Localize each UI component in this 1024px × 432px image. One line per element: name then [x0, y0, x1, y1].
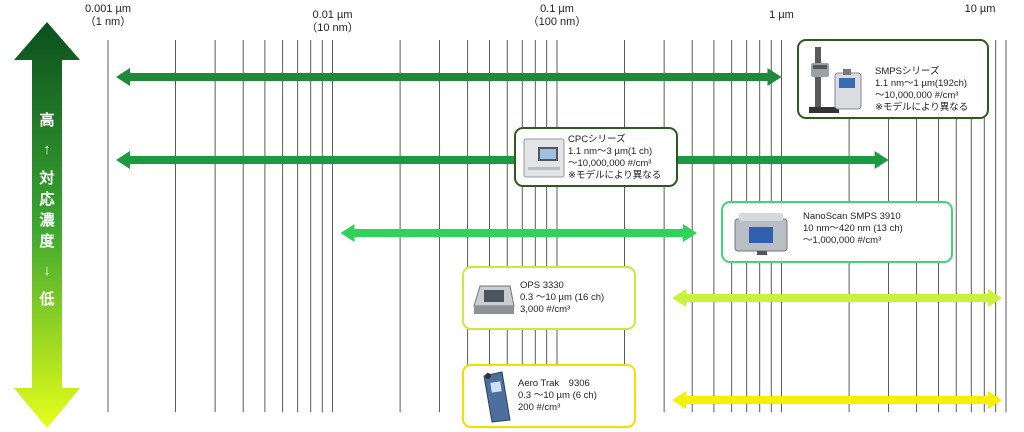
cpc-range-arrow: [116, 151, 889, 169]
scale-tick-label: 0.01 µm: [312, 9, 353, 21]
concentration-axis-label: 高 ↑ 対 応 濃 度 ↓ 低: [24, 110, 70, 310]
range-arrows: [116, 68, 1002, 409]
nanoscan-range-arrow: [340, 224, 697, 242]
smps-range-arrow: [116, 68, 782, 86]
axis-down-arrow: ↓: [43, 262, 51, 279]
axis-char-4: 度: [39, 233, 55, 250]
scale-tick-3: 0.1 µm（100 nm）: [517, 3, 597, 29]
scale-tick-label: 10 µm: [964, 3, 996, 15]
axis-char-3: 濃: [39, 212, 55, 229]
ops-line-2: 3,000 #/cm³: [520, 304, 571, 315]
concentration-axis-arrow: [14, 22, 80, 428]
nanoscan-line-2: ～1,000,000 #/cm³: [803, 235, 882, 246]
smps-text: SMPSシリーズ 1.1 nm～1 µm(192ch) ～10,000,000 …: [875, 66, 968, 114]
scale-tick-label: 0.1 µm: [540, 3, 574, 15]
cpc-line-2: ～10,000,000 #/cm³: [568, 158, 652, 169]
aerotrak-line-2: 200 #/cm³: [518, 402, 561, 413]
nanoscan-name: NanoScan SMPS 3910: [803, 211, 901, 222]
ops-name: OPS 3330: [520, 280, 564, 291]
scale-tick-sublabel: （100 nm）: [527, 16, 587, 28]
ops-range-arrow: [672, 289, 1002, 307]
smps-info-box: SMPSシリーズ 1.1 nm～1 µm(192ch) ～10,000,000 …: [797, 39, 989, 119]
ops-text: OPS 3330 0.3 ～10 µm (16 ch) 3,000 #/cm³: [520, 280, 604, 316]
nanoscan-instrument-image: [734, 213, 788, 255]
aerotrak-text: Aero Trak 9306 0.3 ～10 µm (6 ch) 200 #/c…: [518, 378, 597, 414]
scale-tick-label: 0.001 µm: [84, 3, 132, 15]
nanoscan-line-1: 10 nm～420 nm (13 ch): [803, 223, 903, 234]
cpc-instrument-image: [523, 138, 565, 178]
ops-instrument-image: [473, 285, 515, 314]
aerotrak-name: Aero Trak 9306: [518, 378, 590, 389]
nanoscan-info-box: NanoScan SMPS 3910 10 nm～420 nm (13 ch) …: [721, 201, 953, 263]
scale-tick-2: 0.01 µm（10 nm）: [293, 9, 373, 35]
cpc-info-box: CPCシリーズ 1.1 nm～3 µm(1 ch) ～10,000,000 #/…: [514, 127, 678, 187]
ops-line-1: 0.3 ～10 µm (16 ch): [520, 292, 605, 303]
ops-info-box: OPS 3330 0.3 ～10 µm (16 ch) 3,000 #/cm³: [462, 266, 636, 330]
aerotrak-instrument-image: [483, 371, 511, 423]
scale-tick-1: 0.001 µm（1 nm）: [68, 3, 148, 29]
axis-char-2: 応: [39, 191, 55, 208]
scale-tick-label: 1 µm: [769, 9, 794, 21]
aerotrak-line-1: 0.3 ～10 µm (6 ch): [518, 390, 597, 401]
aerotrak-info-box: Aero Trak 9306 0.3 ～10 µm (6 ch) 200 #/c…: [462, 364, 636, 428]
smps-line-2: ～10,000,000 #/cm³: [875, 90, 959, 101]
smps-name: SMPSシリーズ: [875, 66, 940, 77]
scale-tick-4: 1 µm: [742, 9, 822, 22]
axis-low: 低: [39, 291, 55, 308]
cpc-text: CPCシリーズ 1.1 nm～3 µm(1 ch) ～10,000,000 #/…: [568, 134, 661, 182]
smps-line-1: 1.1 nm～1 µm(192ch): [875, 78, 968, 89]
cpc-line-1: 1.1 nm～3 µm(1 ch): [568, 146, 653, 157]
cpc-name: CPCシリーズ: [568, 134, 626, 145]
axis-up-arrow: ↑: [43, 141, 51, 158]
axis-char-1: 対: [39, 170, 55, 187]
axis-high: 高: [39, 112, 55, 129]
smps-instrument-image: [809, 47, 862, 113]
scale-tick-5: 10 µm: [940, 3, 1020, 16]
cpc-line-3: ※モデルにより異なる: [568, 170, 662, 181]
aerotrak-range-arrow: [672, 391, 1002, 409]
nanoscan-text: NanoScan SMPS 3910 10 nm～420 nm (13 ch) …: [803, 211, 903, 247]
scale-tick-sublabel: （1 nm）: [84, 16, 132, 28]
smps-line-3: ※モデルにより異なる: [875, 102, 969, 113]
scale-tick-sublabel: （10 nm）: [306, 22, 359, 34]
